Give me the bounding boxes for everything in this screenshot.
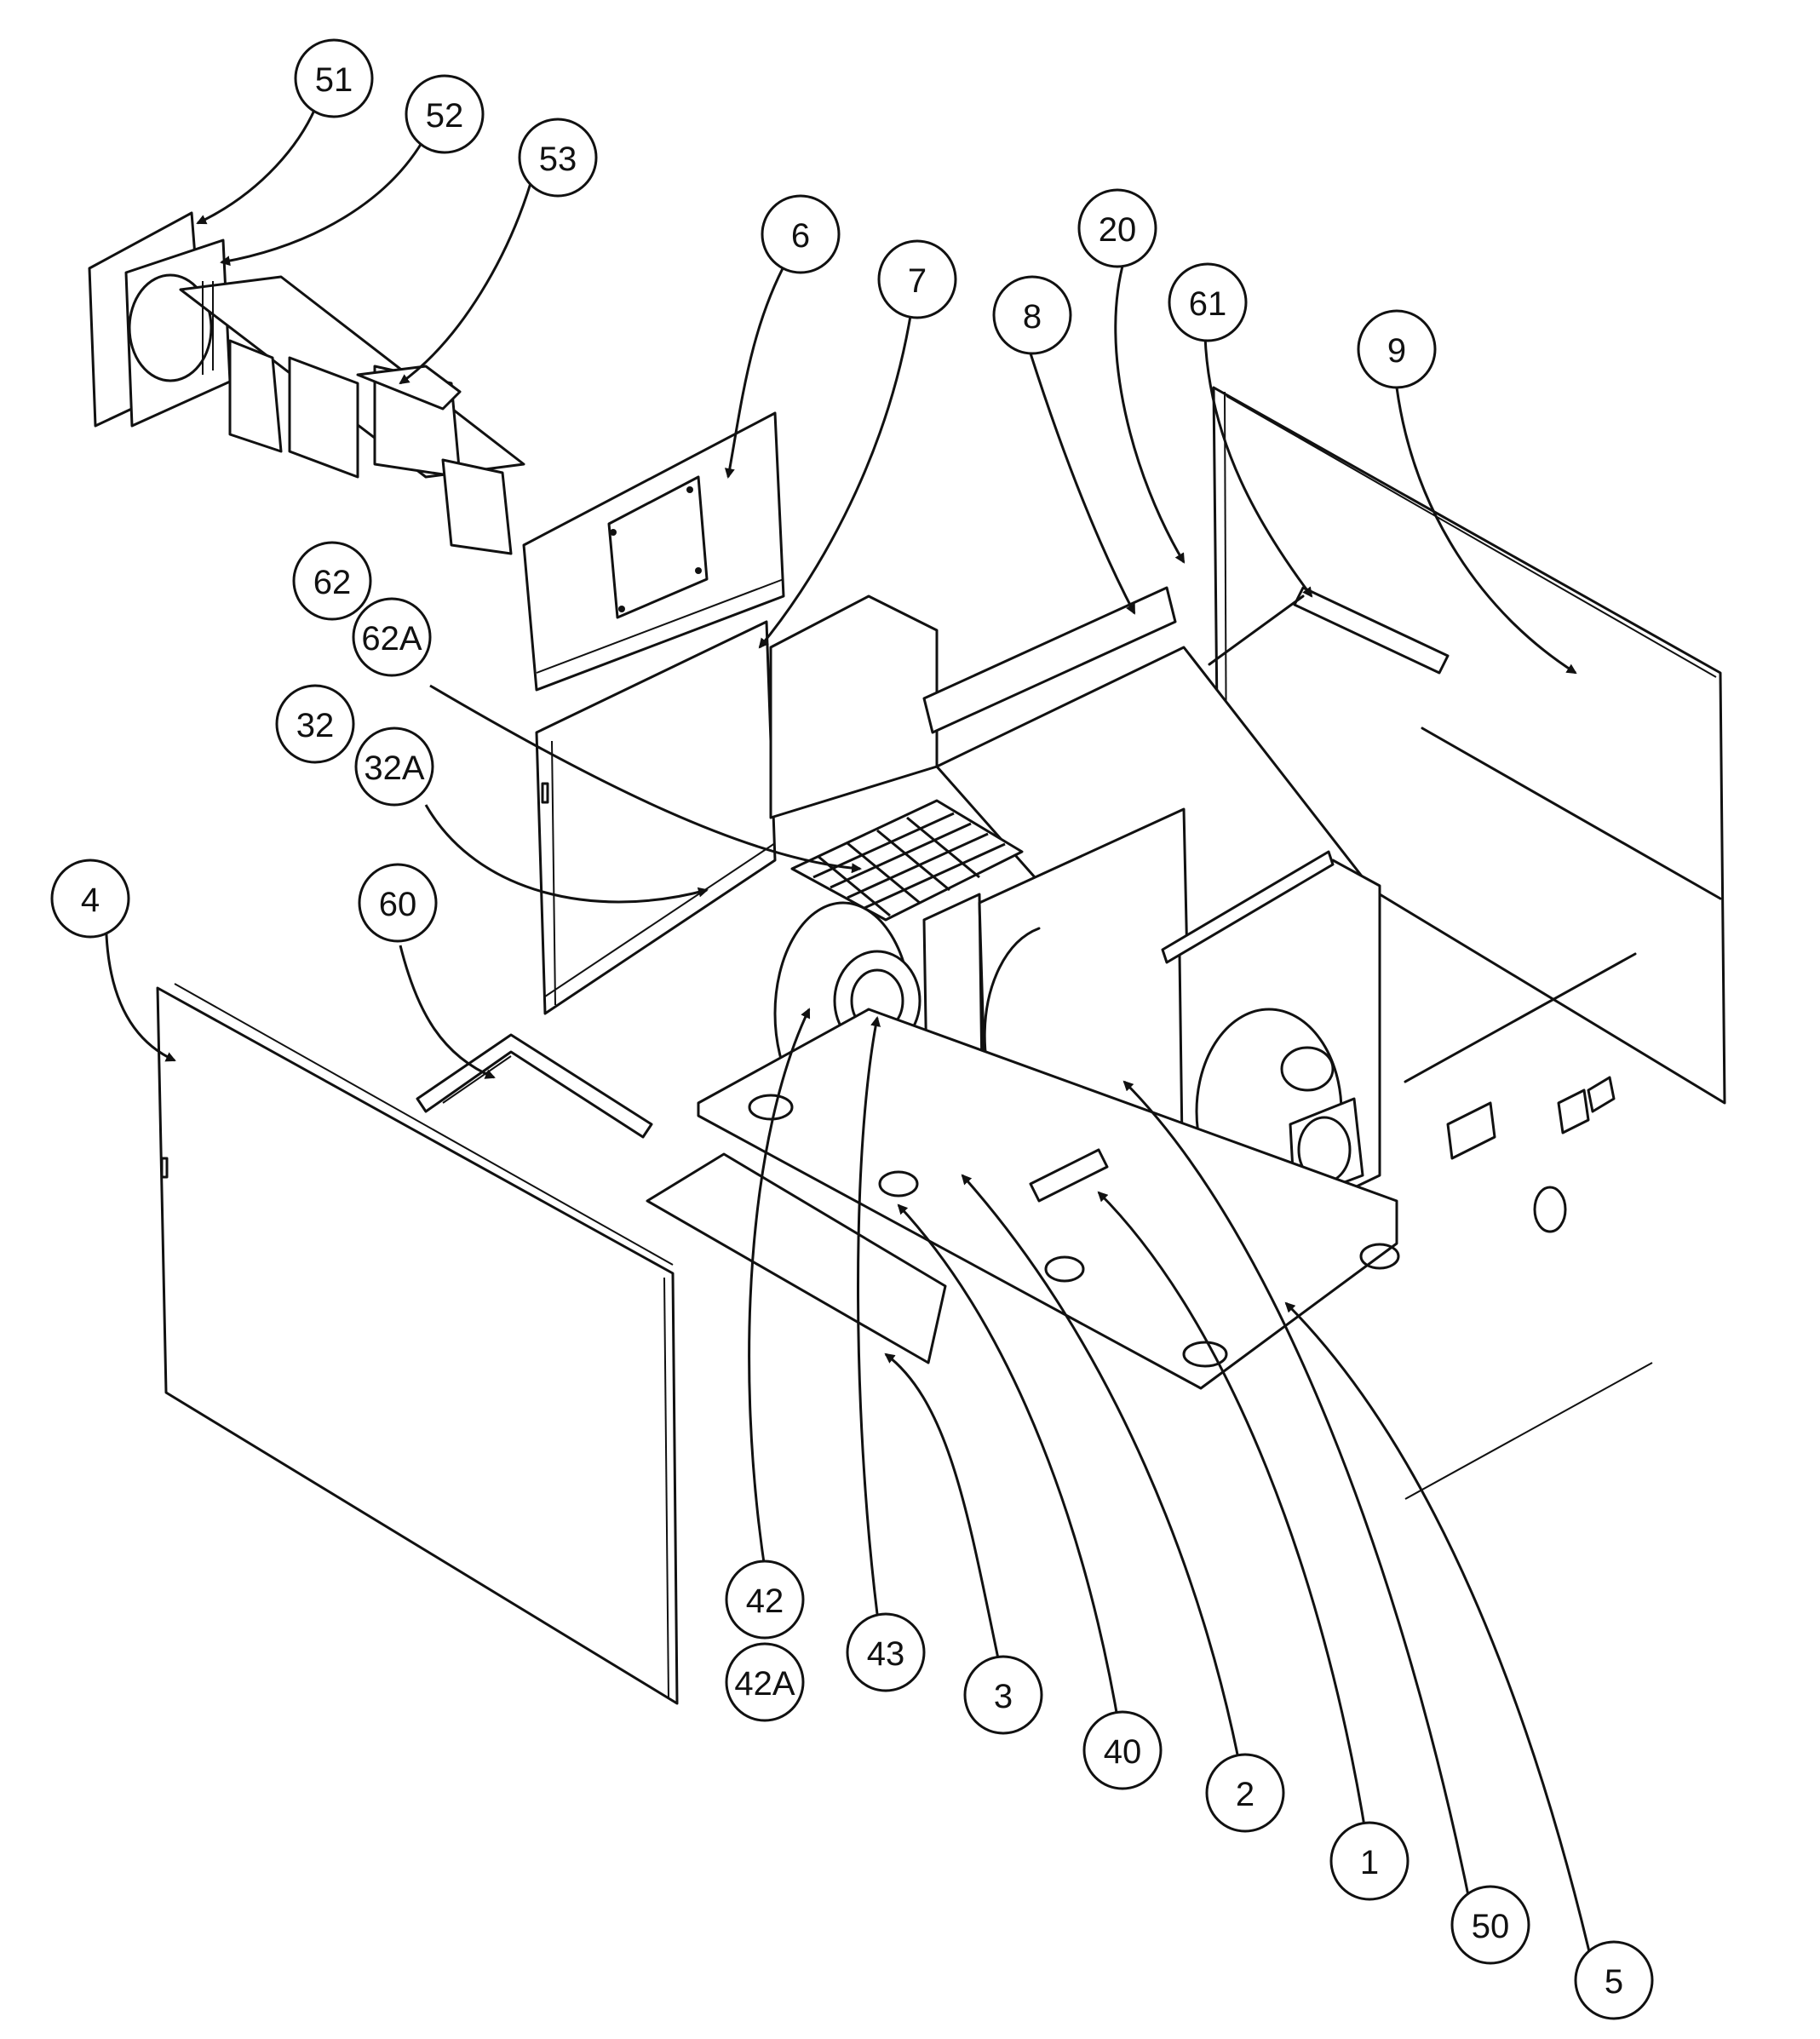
- callout-60: 60: [358, 863, 438, 943]
- callout-circle: [518, 118, 598, 198]
- callout-label: 52: [426, 97, 464, 135]
- callout-9: 9: [1357, 309, 1437, 389]
- callout-circle: [1574, 1940, 1654, 2020]
- callout-circle: [725, 1642, 805, 1722]
- callout-circle: [294, 38, 374, 118]
- callout-label: 32A: [364, 750, 424, 787]
- callout-circle: [1329, 1821, 1409, 1901]
- callout-7: 7: [877, 239, 957, 319]
- callout-circle: [1205, 1753, 1285, 1833]
- callout-label: 50: [1472, 1908, 1510, 1945]
- rear-panel-9: [1212, 386, 1726, 1105]
- callout-circle: [1168, 262, 1248, 342]
- callout-label: 42: [746, 1582, 784, 1620]
- callout-label: 9: [1387, 332, 1406, 370]
- callout-label: 53: [539, 141, 577, 178]
- callout-label: 60: [379, 886, 417, 923]
- callout-53: 53: [518, 118, 598, 198]
- callout-label: 43: [867, 1635, 905, 1673]
- callout-32: 32: [275, 684, 355, 764]
- callout-32A: 32A: [354, 727, 434, 807]
- callout-circle: [963, 1655, 1043, 1735]
- callout-2: 2: [1205, 1753, 1285, 1833]
- callout-1: 1: [1329, 1821, 1409, 1901]
- callout-8: 8: [992, 275, 1072, 355]
- callout-circle: [275, 684, 355, 764]
- callout-label: 1: [1360, 1844, 1379, 1881]
- callout-62A: 62A: [352, 597, 432, 677]
- callout-circle: [1357, 309, 1437, 389]
- callout-circle: [358, 863, 438, 943]
- callout-circle: [1077, 188, 1157, 268]
- left-partition: [535, 620, 777, 1015]
- callout-61: 61: [1168, 262, 1248, 342]
- callout-40: 40: [1082, 1710, 1163, 1790]
- callout-circle: [1450, 1885, 1530, 1965]
- bracket-60: [416, 1033, 653, 1139]
- bracket-8: [922, 586, 1177, 734]
- callout-42: 42: [725, 1559, 805, 1640]
- callout-circle: [877, 239, 957, 319]
- callout-label: 7: [908, 262, 927, 300]
- callout-circle: [992, 275, 1072, 355]
- callout-circle: [761, 194, 841, 274]
- callout-label: 51: [315, 61, 353, 99]
- callout-label: 5: [1605, 1963, 1623, 2001]
- callout-62: 62: [292, 541, 372, 621]
- callout-circle: [50, 859, 130, 939]
- callout-circle: [354, 727, 434, 807]
- callout-6: 6: [761, 194, 841, 274]
- callout-label: 6: [791, 217, 810, 255]
- callout-5: 5: [1574, 1940, 1654, 2020]
- callout-circle: [352, 597, 432, 677]
- callout-circle: [1082, 1710, 1163, 1790]
- access-panel-6: [522, 411, 785, 692]
- leader-lines: [104, 84, 1599, 1985]
- callout-52: 52: [405, 74, 485, 154]
- callout-label: 62A: [361, 620, 422, 658]
- callout-circle: [405, 74, 485, 154]
- callout-20: 20: [1077, 188, 1157, 268]
- vent-adapter-assembly: [88, 211, 525, 555]
- callout-label: 8: [1023, 298, 1042, 336]
- bracket-2: [1029, 1148, 1109, 1203]
- callout-4: 4: [50, 859, 130, 939]
- callout-42A: 42A: [725, 1642, 805, 1722]
- base-pan-5: [697, 1008, 1400, 1390]
- side-panel-4: [156, 983, 679, 1705]
- callout-circle: [725, 1559, 805, 1640]
- bracket-61: [1208, 586, 1450, 675]
- callout-label: 42A: [734, 1665, 795, 1703]
- callout-label: 32: [296, 707, 335, 744]
- callout-label: 40: [1104, 1733, 1142, 1771]
- bracket-3: [646, 1152, 947, 1364]
- callout-label: 20: [1099, 211, 1137, 249]
- callout-label: 61: [1189, 285, 1227, 323]
- right-panel: [1404, 952, 1653, 1500]
- callout-circle: [846, 1612, 926, 1692]
- filter-grid-62: [790, 799, 1024, 922]
- callout-label: 62: [313, 564, 352, 601]
- callout-3: 3: [963, 1655, 1043, 1735]
- callout-51: 51: [294, 38, 374, 118]
- callout-label: 2: [1236, 1776, 1254, 1813]
- callout-label: 3: [994, 1678, 1013, 1715]
- callout-label: 4: [81, 882, 100, 919]
- callout-43: 43: [846, 1612, 926, 1692]
- callout-50: 50: [1450, 1885, 1530, 1965]
- vent-gasket-52: [124, 238, 232, 428]
- callout-circle: [292, 541, 372, 621]
